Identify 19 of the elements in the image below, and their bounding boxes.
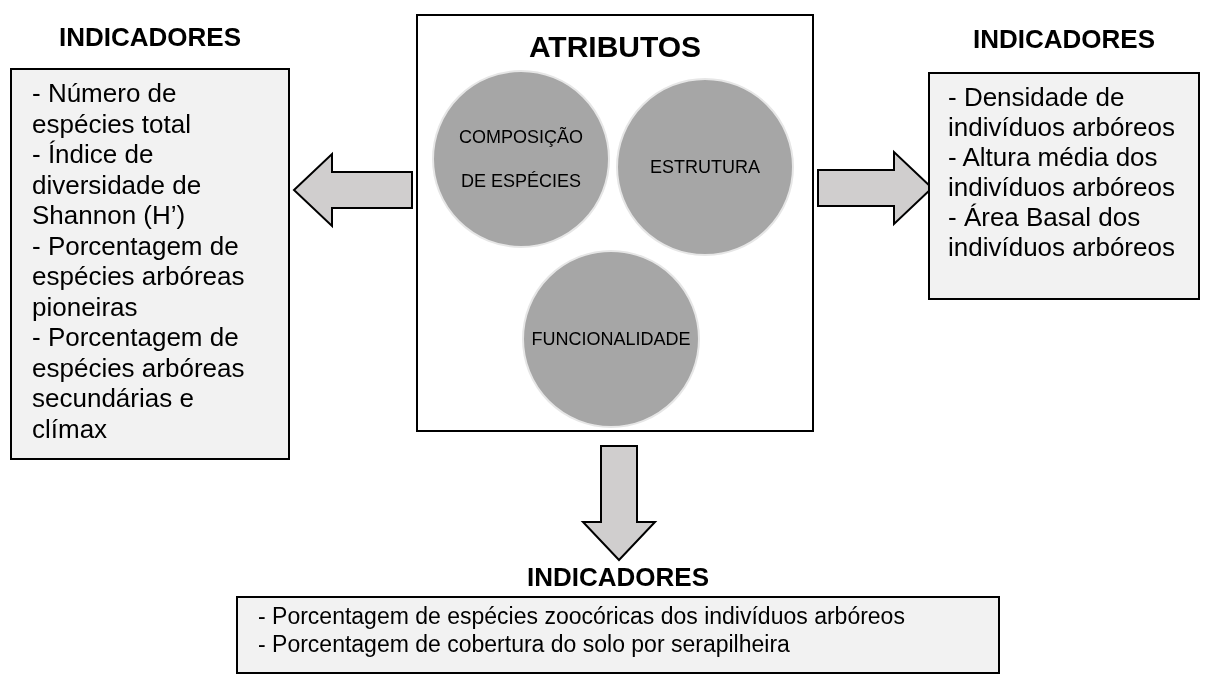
indicator-item: - Densidade de indivíduos arbóreos: [948, 82, 1176, 142]
indicator-item: - Número de espécies total: [32, 78, 192, 139]
indicator-item: - Altura média dos indivíduos arbóreos: [948, 142, 1176, 202]
box-title: ATRIBUTOS: [527, 30, 703, 64]
circle-label: COMPOSIÇÃO DE ESPÉCIES: [458, 126, 584, 193]
attributes-box: [416, 14, 814, 432]
block-arrow: [580, 445, 658, 562]
panel-heading: INDICADORES: [526, 562, 710, 594]
indicator-item: - Porcentagem de espécies zoocóricas dos indivíduos arbóreos: [258, 602, 906, 630]
panel-heading: INDICADORES: [972, 24, 1156, 56]
indicator-item: - Porcentagem de espécies arbóreas pioneiras: [32, 230, 246, 322]
block-arrow: [292, 151, 413, 229]
indicator-item: - Porcentagem de espécies arbóreas secundárias e clímax: [32, 322, 246, 444]
indicator-item: - Área Basal dos indivíduos arbóreos: [948, 202, 1176, 262]
indicator-item: - Porcentagem de cobertura do solo por serapilheira: [258, 630, 791, 658]
circle-label: ESTRUTURA: [649, 156, 761, 178]
panel-heading: INDICADORES: [58, 22, 242, 54]
indicator-item: - Índice de diversidade de Shannon (H’): [32, 139, 203, 231]
circle-label: FUNCIONALIDADE: [530, 328, 692, 350]
